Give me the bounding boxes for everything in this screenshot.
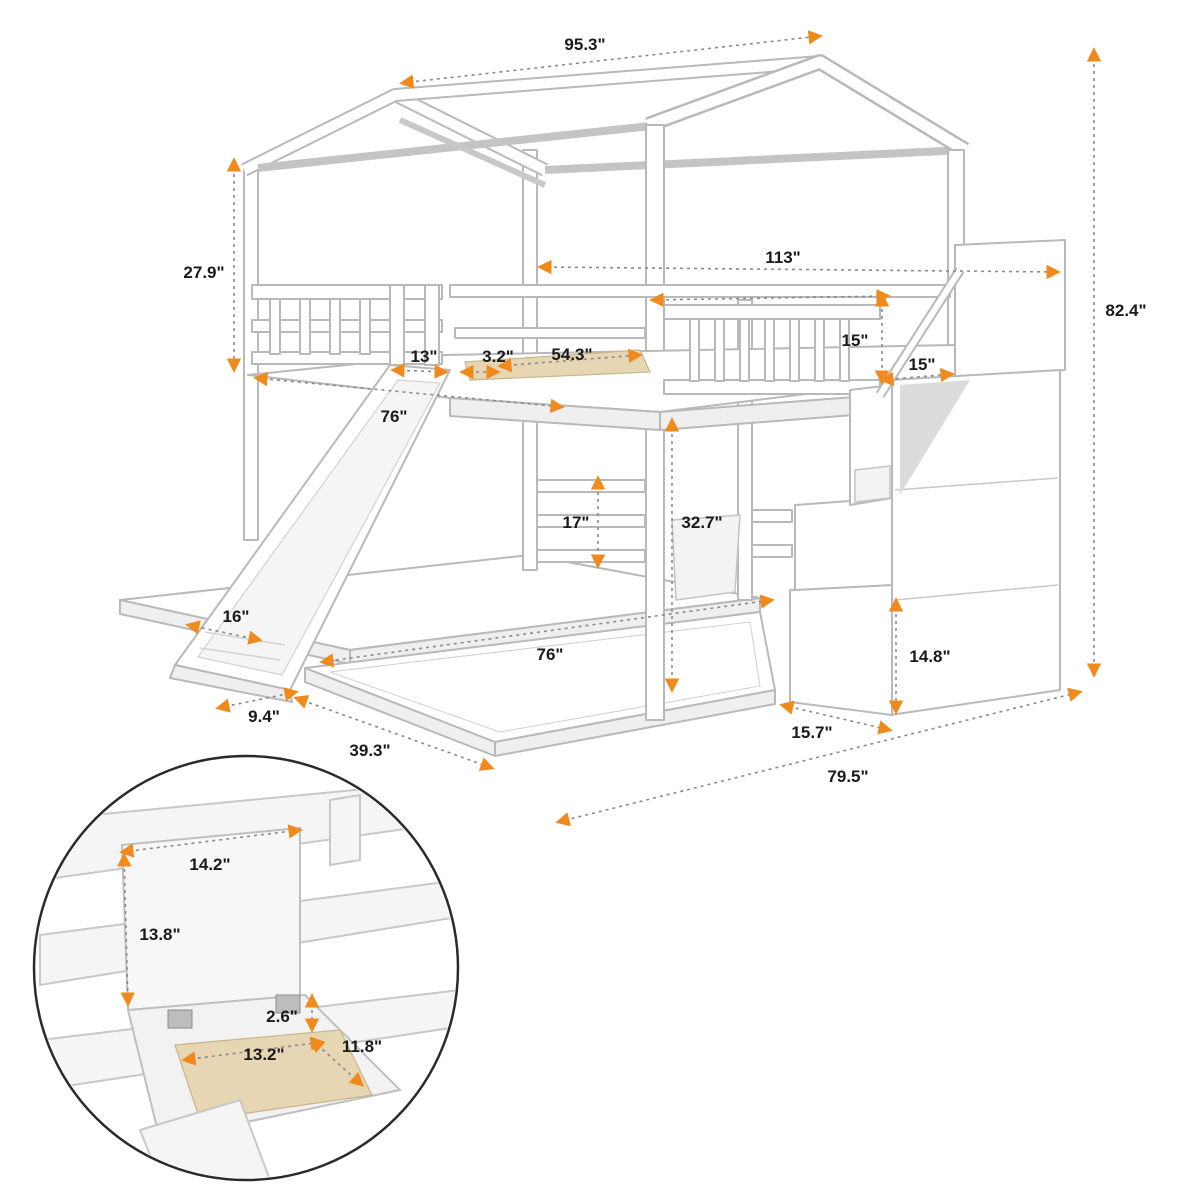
rail-slat xyxy=(714,318,725,382)
stair-panel-seam xyxy=(894,477,1059,491)
rail-slat xyxy=(814,318,825,382)
label-overall-height: 82.4" xyxy=(1105,301,1146,320)
dim-line-slide-width xyxy=(185,620,263,645)
roof-eave-right xyxy=(544,146,966,174)
label-rail-gap: 13" xyxy=(411,347,438,366)
storage-lid-inset xyxy=(32,754,460,1182)
rail-post xyxy=(389,284,405,366)
dim-line-slat-opening xyxy=(497,348,643,373)
back-roof-gable xyxy=(240,88,549,177)
stair-panel-seam xyxy=(894,584,1059,601)
rail-slat xyxy=(839,318,850,382)
label-roof-height: 27.9" xyxy=(183,263,224,282)
label-box-length: 13.2" xyxy=(243,1045,284,1064)
label-top-bed-length: 76" xyxy=(381,407,408,426)
dim-line-rail-gap xyxy=(390,363,449,379)
label-box-depth: 2.6" xyxy=(266,1007,298,1026)
rail-post xyxy=(299,298,311,355)
hinge-icon xyxy=(167,1009,193,1029)
label-stair-depth: 15.7" xyxy=(791,723,832,742)
rail-post xyxy=(329,298,341,355)
dim-line-bottom-bed-length xyxy=(319,594,775,668)
rail-slat xyxy=(789,318,800,382)
upper-left-guardrail xyxy=(251,284,443,366)
label-slat-opening: 54.3" xyxy=(551,345,592,364)
dim-line-box-length xyxy=(181,1036,325,1066)
rail-slat xyxy=(739,318,750,382)
slide-step xyxy=(199,647,281,661)
label-overall-width: 79.5" xyxy=(827,767,868,786)
dim-line-lid-width xyxy=(119,824,303,858)
upper-back-guardrail xyxy=(449,284,951,298)
dimension-lines xyxy=(117,30,1102,1087)
dim-line-box-width xyxy=(309,1038,365,1087)
lower-rail xyxy=(536,549,646,563)
label-lower-rail-height: 17" xyxy=(563,513,590,532)
lower-rail xyxy=(751,509,793,523)
rail-top xyxy=(251,284,443,300)
label-top-length: 113" xyxy=(765,248,801,267)
rail-top xyxy=(663,304,881,320)
label-slide-width: 16" xyxy=(223,607,250,626)
dim-line-top-length xyxy=(537,259,1061,280)
dim-line-roof-length xyxy=(399,30,823,89)
stair-upper-panel xyxy=(954,239,1066,381)
label-rail-spacing: 3.2" xyxy=(482,347,514,366)
inset-post xyxy=(329,793,361,867)
dimension-labels: 95.3" 82.4" 27.9" 113" 15" 15" 13" 3.2" … xyxy=(139,35,1146,1064)
rail-slat xyxy=(764,318,775,382)
stair-handrail-opening xyxy=(900,380,970,495)
dim-line-top-bed-length xyxy=(253,371,565,414)
back-roof-gable-fill xyxy=(241,90,548,175)
dim-line-guardrail-length xyxy=(649,288,891,308)
stair-bottom-step xyxy=(789,584,893,716)
label-stair-step-width: 15" xyxy=(909,355,936,374)
label-box-width: 11.8" xyxy=(342,1037,382,1056)
stair-middle-step xyxy=(794,497,893,591)
stair-cubby xyxy=(854,465,891,503)
label-bottom-bed-width: 39.3" xyxy=(349,741,390,760)
lower-rail xyxy=(751,544,793,558)
hinge-icon xyxy=(275,994,301,1014)
label-lid-height: 13.8" xyxy=(139,925,180,944)
rail-post xyxy=(359,298,371,355)
label-slide-end: 9.4" xyxy=(248,707,280,726)
lower-rail xyxy=(536,514,646,528)
dim-line-stair-step xyxy=(879,367,955,387)
label-bottom-bed-length: 76" xyxy=(537,645,564,664)
label-guardrail-height: 15" xyxy=(842,331,869,350)
label-lid-width: 14.2" xyxy=(189,855,230,874)
roof-rafter xyxy=(398,117,547,188)
rail-slat xyxy=(689,318,700,382)
lower-rail xyxy=(536,479,646,493)
rail-bottom xyxy=(663,379,881,395)
label-stair-height: 14.8" xyxy=(909,647,950,666)
label-clearance-height: 32.7" xyxy=(681,513,722,532)
upper-back-guardrail-low xyxy=(454,327,646,339)
rail-post xyxy=(269,298,281,355)
upper-front-guardrail xyxy=(663,304,881,395)
dim-line-overall-width xyxy=(555,687,1083,827)
label-roof-length: 95.3" xyxy=(564,35,605,54)
